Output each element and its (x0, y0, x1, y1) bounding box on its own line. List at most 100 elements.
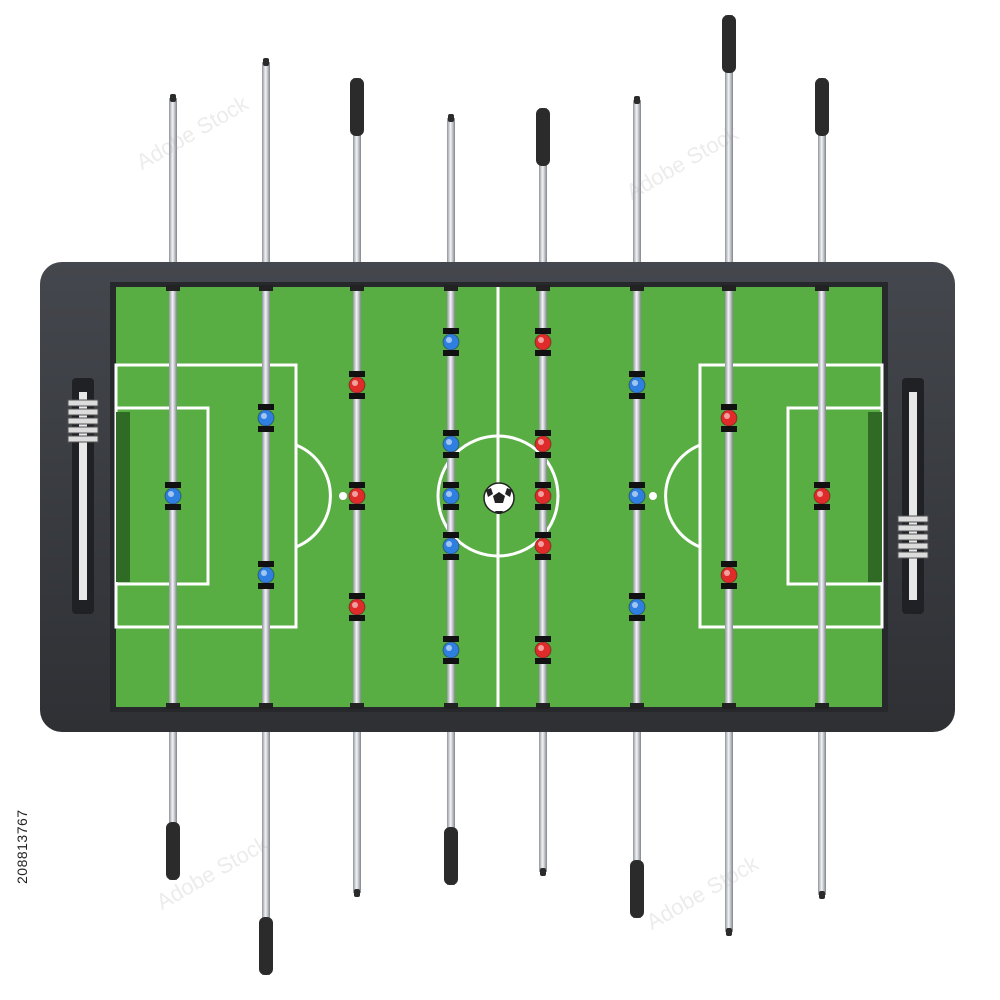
player-highlight (538, 645, 544, 651)
player-figure[interactable] (348, 482, 366, 510)
player-figure[interactable] (534, 532, 552, 560)
player-figure[interactable] (442, 482, 460, 510)
rod-end-cap (726, 928, 732, 936)
rod-handle[interactable] (166, 822, 180, 880)
player-figure[interactable] (442, 636, 460, 664)
player-bumper (721, 404, 737, 410)
rod-bearing (815, 285, 829, 291)
player-figure[interactable] (442, 328, 460, 356)
player-bumper (165, 504, 181, 510)
rod-handle[interactable] (536, 108, 550, 166)
player-bumper (258, 404, 274, 410)
player-figure[interactable] (442, 532, 460, 560)
player-figure[interactable] (534, 482, 552, 510)
player-figure[interactable] (348, 593, 366, 621)
rod-7-field (720, 285, 738, 709)
player-bumper (535, 658, 551, 664)
player-bumper (443, 636, 459, 642)
ball-pentagon (493, 492, 505, 503)
player-highlight (446, 645, 452, 651)
player-bumper (443, 658, 459, 664)
player-bumper (535, 504, 551, 510)
player-bumper (814, 482, 830, 488)
ball-patch-1 (486, 488, 493, 497)
player-highlight (538, 337, 544, 343)
player-bumper (443, 504, 459, 510)
player-figure[interactable] (534, 328, 552, 356)
player-bumper (535, 430, 551, 436)
rod-1-field (164, 285, 182, 709)
rod-handle[interactable] (259, 917, 273, 975)
player-highlight (724, 413, 730, 419)
player-bumper (629, 593, 645, 599)
player-bumper (349, 504, 365, 510)
player-highlight (446, 491, 452, 497)
player-figure[interactable] (164, 482, 182, 510)
player-bumper (721, 426, 737, 432)
player-bumper (629, 615, 645, 621)
player-bumper (535, 328, 551, 334)
rod-handle[interactable] (722, 15, 736, 73)
player-bumper (535, 350, 551, 356)
rod-bearing (815, 703, 829, 709)
rod-shaft-field (725, 287, 733, 707)
player-figure[interactable] (628, 482, 646, 510)
player-figure[interactable] (628, 371, 646, 399)
rod-4-field (442, 285, 460, 709)
player-figure[interactable] (628, 593, 646, 621)
rod-8-field (813, 285, 831, 709)
rod-shaft-field (262, 287, 270, 707)
player-highlight (632, 380, 638, 386)
player-highlight (632, 602, 638, 608)
rod-handle[interactable] (350, 78, 364, 136)
rod-bearing (630, 285, 644, 291)
rod-handle[interactable] (630, 860, 644, 918)
left-goal-mouth (116, 412, 130, 582)
player-bumper (349, 393, 365, 399)
player-bumper (349, 615, 365, 621)
player-bumper (814, 504, 830, 510)
rod-bearing (444, 703, 458, 709)
rod-bearing (444, 285, 458, 291)
rod-bearing (259, 285, 273, 291)
player-highlight (352, 602, 358, 608)
rod-bearing (722, 703, 736, 709)
player-bumper (629, 371, 645, 377)
player-figure[interactable] (257, 404, 275, 432)
player-highlight (446, 541, 452, 547)
score-counter-left[interactable] (67, 378, 99, 614)
player-bumper (349, 482, 365, 488)
player-highlight (352, 491, 358, 497)
player-bumper (258, 583, 274, 589)
rod-end-cap (448, 114, 454, 122)
rod-end-cap (819, 891, 825, 899)
player-figure[interactable] (720, 404, 738, 432)
score-counter-right[interactable] (897, 378, 929, 614)
rod-handle[interactable] (444, 827, 458, 885)
rods-layer-front (164, 285, 831, 709)
player-bumper (443, 532, 459, 538)
player-figure[interactable] (534, 430, 552, 458)
player-highlight (261, 570, 267, 576)
player-highlight (446, 439, 452, 445)
player-bumper (443, 554, 459, 560)
ball[interactable] (483, 482, 515, 514)
rod-end-cap (634, 96, 640, 104)
left-penalty-arc (295, 443, 332, 549)
rod-bearing (630, 703, 644, 709)
player-figure[interactable] (442, 430, 460, 458)
player-figure[interactable] (348, 371, 366, 399)
penalty-spot-right (649, 492, 657, 500)
player-figure[interactable] (534, 636, 552, 664)
player-highlight (446, 337, 452, 343)
rod-bearing (536, 703, 550, 709)
player-figure[interactable] (720, 561, 738, 589)
player-bumper (535, 554, 551, 560)
player-figure[interactable] (257, 561, 275, 589)
player-highlight (168, 491, 174, 497)
rod-handle[interactable] (815, 78, 829, 136)
player-bumper (443, 482, 459, 488)
player-bumper (258, 426, 274, 432)
player-figure[interactable] (813, 482, 831, 510)
rod-2-field (257, 285, 275, 709)
